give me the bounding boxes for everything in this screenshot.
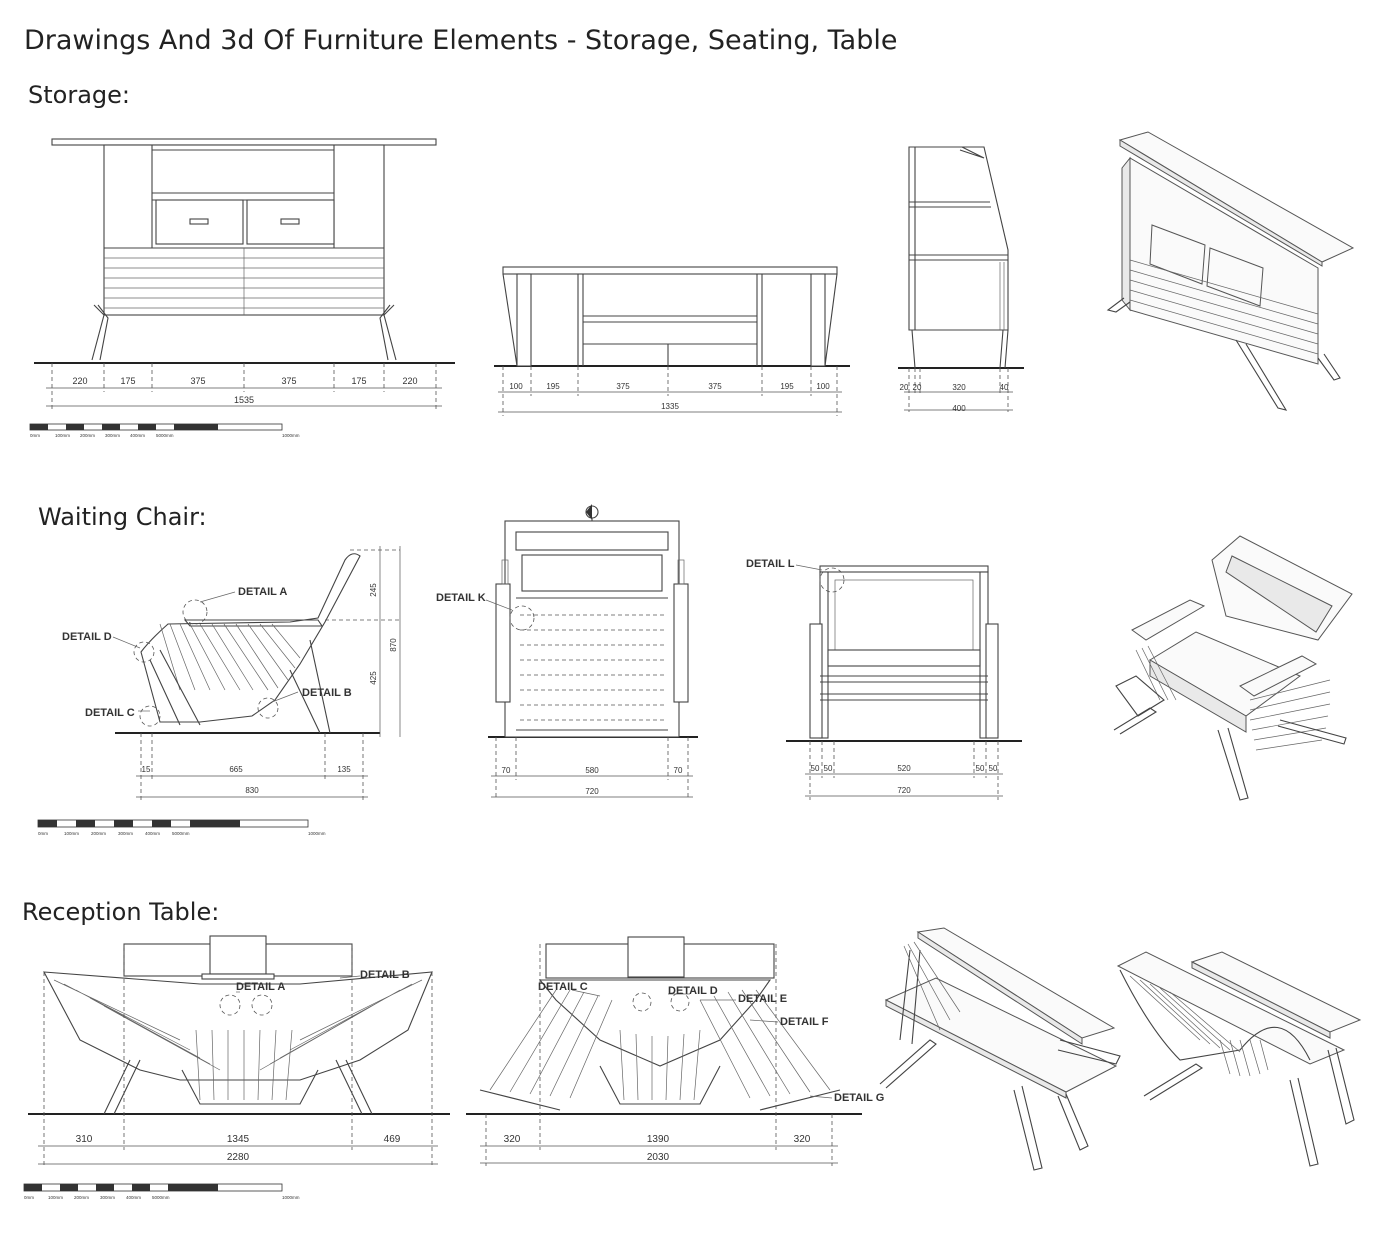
dim-label: 100 <box>509 382 523 391</box>
dim-label: 375 <box>708 382 722 391</box>
section-marker-icon <box>585 504 599 520</box>
scale-label: 1000mm <box>282 433 300 438</box>
scale-bar: 0mm 100mm 200mm 300mm 400mm 5000mm 1000m… <box>23 1183 300 1200</box>
dim-label: 580 <box>585 766 599 775</box>
dim-label: 375 <box>616 382 630 391</box>
detail-label: DETAIL G <box>834 1092 884 1104</box>
scale-label: 400mm <box>130 433 145 438</box>
dim-label: 20 <box>900 383 909 392</box>
scale-bar: 0mm 100mm 200mm 300mm 400mm 5000mm 1000m… <box>37 819 326 836</box>
scale-label: 5000mm <box>152 1195 170 1200</box>
dim-label: 195 <box>546 382 560 391</box>
dim-label: 245 <box>369 583 378 597</box>
page-title: Drawings And 3d Of Furniture Elements - … <box>24 25 897 56</box>
detail-label: DETAIL D <box>668 985 718 997</box>
scale-label: 0mm <box>30 433 40 438</box>
dim-label: 220 <box>72 376 87 386</box>
dim-label: 1345 <box>227 1134 250 1145</box>
table-3d-view-right <box>1116 951 1362 1167</box>
dim-total: 2030 <box>647 1152 670 1163</box>
section-title-table: Reception Table: <box>22 898 219 926</box>
dim-total: 870 <box>389 638 398 652</box>
dim-total: 2280 <box>227 1152 250 1163</box>
dim-label: 320 <box>794 1134 811 1145</box>
chair-3d-view <box>1113 535 1353 801</box>
dim-label: 320 <box>504 1134 521 1145</box>
dim-total: 1335 <box>661 402 679 411</box>
dim-label: 70 <box>502 766 511 775</box>
storage-back-elevation: 100 195 375 375 195 100 1335 <box>494 266 850 416</box>
scale-label: 200mm <box>91 831 106 836</box>
scale-label: 300mm <box>105 433 120 438</box>
scale-label: 100mm <box>55 433 70 438</box>
table-side-elevation: DETAIL C DETAIL D DETAIL E DETAIL F DETA… <box>466 936 884 1166</box>
dim-total: 400 <box>952 404 966 413</box>
detail-label: DETAIL C <box>85 707 135 719</box>
dim-label: 175 <box>351 376 366 386</box>
scale-label: 300mm <box>118 831 133 836</box>
chair-back-elevation: DETAIL L 50 50 520 50 50 720 <box>746 558 1022 800</box>
detail-label: DETAIL C <box>538 981 588 993</box>
detail-label: DETAIL L <box>746 558 795 570</box>
dim-label: 375 <box>190 376 205 386</box>
dim-total: 720 <box>897 786 911 795</box>
dim-label: 50 <box>811 764 820 773</box>
scale-label: 5000mm <box>156 433 174 438</box>
table-3d-view-left <box>879 927 1121 1171</box>
dim-label: 310 <box>76 1134 93 1145</box>
detail-label: DETAIL A <box>236 981 285 993</box>
chair-side-elevation: DETAIL A DETAIL D DETAIL B DETAIL C 245 … <box>62 546 401 800</box>
scale-label: 5000mm <box>172 831 190 836</box>
dim-label: 520 <box>897 764 911 773</box>
section-title-chair: Waiting Chair: <box>38 503 207 531</box>
section-title-storage: Storage: <box>28 81 130 109</box>
storage-side-elevation: 20 20 320 40 400 <box>898 146 1024 413</box>
dim-label: 40 <box>1000 383 1009 392</box>
dim-label: 375 <box>281 376 296 386</box>
dim-total: 720 <box>585 787 599 796</box>
chair-front-elevation: DETAIL K 70 580 70 720 <box>436 504 698 800</box>
scale-label: 100mm <box>64 831 79 836</box>
detail-label: DETAIL B <box>360 969 410 981</box>
scale-label: 100mm <box>48 1195 63 1200</box>
dim-label: 50 <box>824 764 833 773</box>
table-front-elevation: DETAIL B DETAIL A 310 1345 469 2280 <box>28 935 450 1168</box>
dim-label: 195 <box>780 382 794 391</box>
storage-front-elevation: 220 175 375 375 175 220 1535 <box>34 138 455 410</box>
dim-label: 320 <box>952 383 966 392</box>
dim-total: 830 <box>245 786 259 795</box>
scale-label: 1000mm <box>282 1195 300 1200</box>
scale-label: 200mm <box>74 1195 89 1200</box>
detail-label: DETAIL K <box>436 592 486 604</box>
detail-label: DETAIL B <box>302 687 352 699</box>
scale-label: 200mm <box>80 433 95 438</box>
dim-label: 665 <box>229 765 243 774</box>
scale-label: 400mm <box>145 831 160 836</box>
detail-label: DETAIL A <box>238 586 287 598</box>
dim-label: 50 <box>976 764 985 773</box>
dim-label: 135 <box>337 765 351 774</box>
dim-total: 1535 <box>234 395 254 405</box>
dim-label: 469 <box>384 1134 401 1145</box>
dim-label: 100 <box>816 382 830 391</box>
detail-label: DETAIL F <box>780 1016 829 1028</box>
dim-label: 1390 <box>647 1134 670 1145</box>
dim-label: 70 <box>674 766 683 775</box>
scale-label: 400mm <box>126 1195 141 1200</box>
scale-label: 1000mm <box>308 831 326 836</box>
scale-label: 0mm <box>24 1195 34 1200</box>
scale-label: 0mm <box>38 831 48 836</box>
dim-label: 50 <box>989 764 998 773</box>
scale-bar: 0mm 100mm 200mm 300mm 400mm 5000mm 1000m… <box>29 423 300 438</box>
dim-label: 220 <box>402 376 417 386</box>
dim-label: 15 <box>142 765 151 774</box>
storage-3d-view <box>1106 131 1355 411</box>
dim-label: 175 <box>120 376 135 386</box>
detail-label: DETAIL E <box>738 993 787 1005</box>
dim-label: 20 <box>913 383 922 392</box>
detail-label: DETAIL D <box>62 631 112 643</box>
scale-label: 300mm <box>100 1195 115 1200</box>
dim-label: 425 <box>369 671 378 685</box>
